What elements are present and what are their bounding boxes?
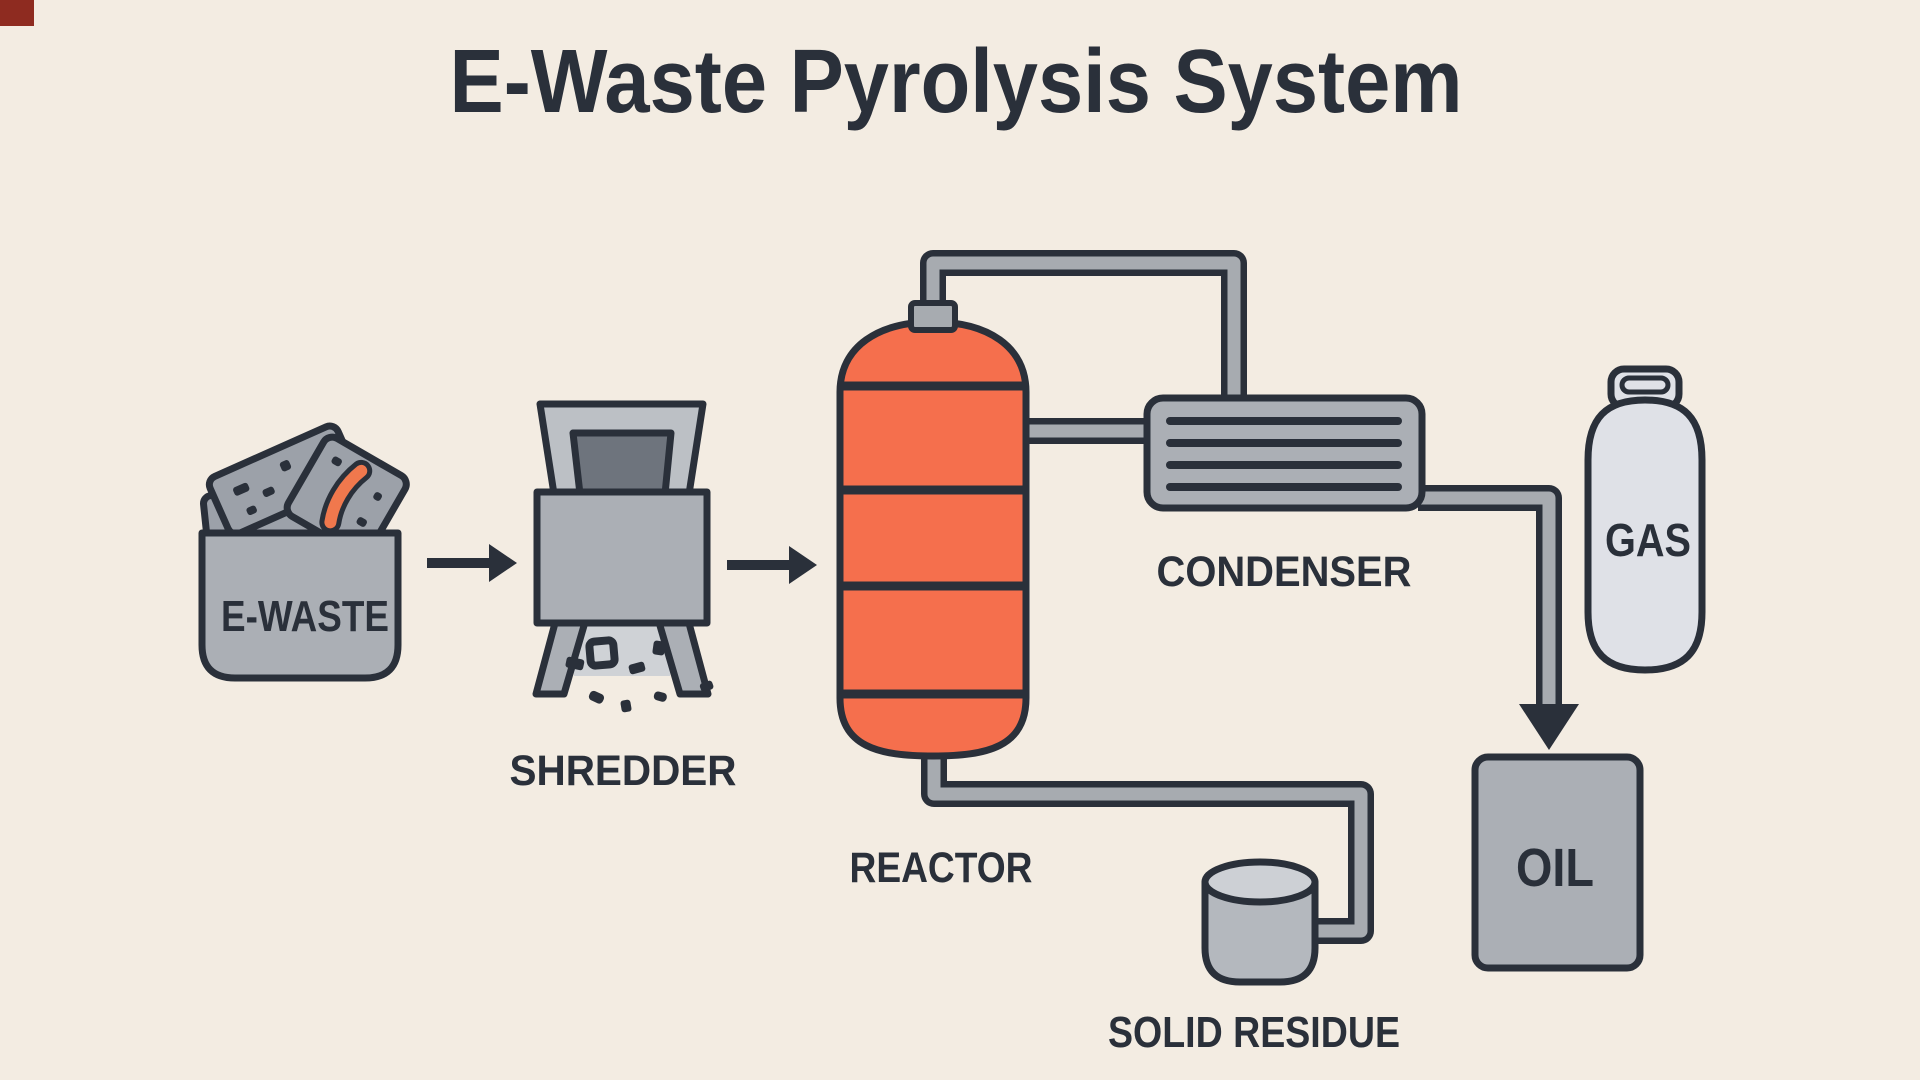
shredder-hopper-opening — [569, 429, 675, 498]
reactor-node: REACTOR — [836, 300, 1033, 892]
board-chip — [246, 505, 257, 516]
gas-bottle-cap-slot — [1619, 375, 1671, 395]
residue-pot-body — [1201, 878, 1319, 986]
gas-node: GAS — [1584, 365, 1706, 674]
pipe-reactor-top-to-condenser — [920, 250, 1247, 402]
oil-tank — [1471, 753, 1644, 972]
pipe-bore — [926, 256, 1241, 402]
pipe-bore — [1418, 491, 1556, 706]
board-component-orange — [324, 464, 368, 529]
debris-piece — [652, 640, 666, 656]
shredder-label: SHREDDER — [510, 747, 737, 795]
pipe-reactor-bottom-to-residue — [921, 746, 1374, 944]
pipe-bore — [927, 746, 1368, 938]
board-chip — [279, 460, 292, 472]
ewaste-node: E-WASTE — [198, 422, 410, 682]
debris-piece — [628, 661, 646, 675]
debris-piece — [699, 680, 714, 692]
condenser-node: CONDENSER — [1143, 394, 1426, 596]
flow-arrow-1 — [427, 544, 517, 582]
condenser-fins — [1166, 417, 1402, 491]
debris-piece — [585, 636, 619, 670]
reactor-vessel — [836, 318, 1030, 760]
arrow-head — [789, 546, 817, 584]
condenser-label: CONDENSER — [1157, 548, 1412, 596]
pipe-condenser-to-oil — [1418, 485, 1562, 706]
solid-residue-node: SOLID RESIDUE — [1108, 858, 1400, 1057]
oil-inlet-arrow-head — [1519, 704, 1579, 750]
debris-piece — [565, 656, 585, 671]
circuit-board-right — [283, 433, 410, 559]
shredded-debris — [565, 636, 714, 713]
gas-bottle-body — [1584, 396, 1706, 674]
board-chip — [373, 492, 382, 501]
oil-node: OIL — [1471, 753, 1644, 972]
flow-arrow-2 — [727, 546, 817, 584]
board-chip — [233, 482, 250, 496]
shredder-node: SHREDDER — [510, 400, 737, 795]
reactor-band-lines — [840, 381, 1026, 699]
gas-label: GAS — [1605, 514, 1691, 566]
debris-piece — [653, 691, 667, 702]
residue-pot-rim — [1201, 858, 1319, 906]
ewaste-label: E-WASTE — [221, 592, 389, 641]
arrow-head — [489, 544, 517, 582]
board-chip — [262, 486, 275, 497]
reactor-label: REACTOR — [850, 844, 1033, 892]
ewaste-bin — [198, 529, 402, 682]
debris-piece — [620, 699, 632, 713]
shredder-body — [533, 488, 711, 627]
board-chip — [331, 456, 342, 467]
debris-piece — [588, 690, 605, 704]
corner-artifact — [0, 0, 34, 26]
reactor-neck-collar — [908, 300, 958, 333]
board-chip — [356, 517, 367, 527]
page-title: E-Waste Pyrolysis System — [450, 32, 1463, 132]
oil-label: OIL — [1516, 838, 1594, 898]
condenser-body — [1143, 394, 1426, 512]
solid-residue-label: SOLID RESIDUE — [1108, 1008, 1400, 1057]
